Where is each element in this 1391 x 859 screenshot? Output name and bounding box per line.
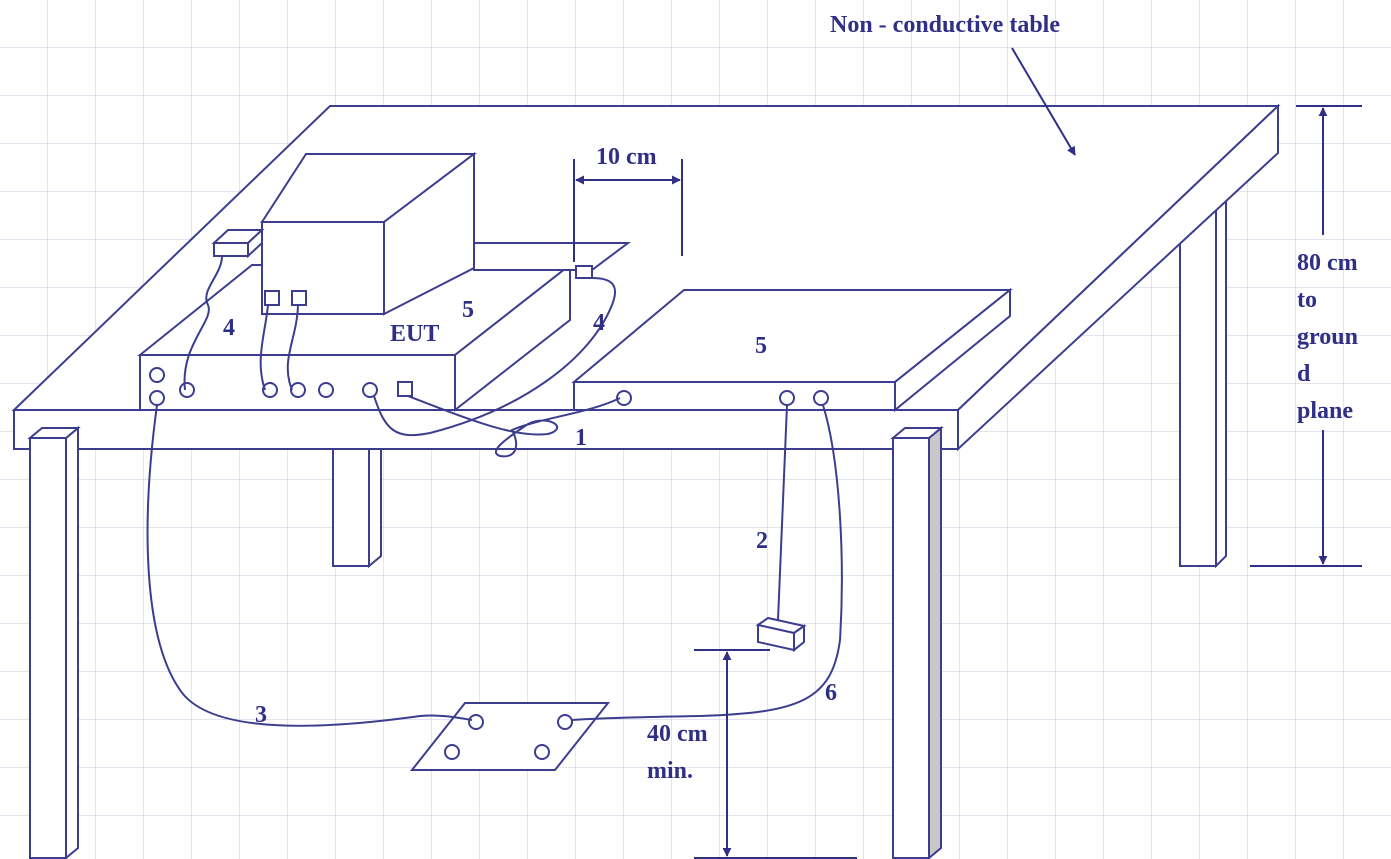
number-4-label-right: 4: [593, 310, 605, 336]
eut-port-square-1: [264, 290, 280, 306]
height-80cm-line-1: 80 cm: [1297, 250, 1358, 276]
number-2-label: 2: [756, 528, 768, 554]
height-80cm-line-5: plane: [1297, 398, 1353, 424]
auxiliary-equipment-box: [571, 287, 1013, 413]
ten-cm-label: 10 cm: [596, 144, 657, 170]
number-5-label-eut: 5: [462, 297, 474, 323]
table-pointer-arrow: [1011, 47, 1076, 156]
eut-box: [260, 151, 477, 316]
labels: Non - conductive table 10 cm EUT 5 5 4 4…: [223, 12, 1358, 784]
cable-4-right: [373, 277, 617, 437]
floor-connector-plate: [409, 702, 611, 771]
height-80cm-line-3: groun: [1297, 324, 1358, 350]
number-3-label: 3: [255, 702, 267, 728]
table-leg-front-right: [892, 437, 930, 859]
cables: [146, 255, 843, 727]
cable-connector-box-left: [211, 227, 265, 259]
number-1-label: 1: [575, 425, 587, 451]
min-40cm-line-2: min.: [647, 758, 693, 784]
cable-3: [146, 404, 473, 727]
cable-2: [777, 404, 788, 621]
cable-connector-box-floor: [755, 616, 807, 653]
number-5-label-aux: 5: [755, 333, 767, 359]
dimension-40cm: [694, 649, 857, 859]
height-80cm-line-4: d: [1297, 361, 1311, 387]
min-40cm-line-1: 40 cm: [647, 721, 708, 747]
table-title-label: Non - conductive table: [830, 12, 1060, 38]
table-leg-front-left: [29, 437, 67, 859]
number-4-label-left: 4: [223, 315, 235, 341]
table-front-legs: [27, 425, 944, 859]
dimension-10cm: [573, 159, 683, 262]
cable-6: [571, 404, 843, 721]
cable-1-twisted: [407, 395, 621, 458]
table-leg-back-left: [332, 436, 370, 567]
cable-4-left: [183, 255, 223, 391]
dimension-80cm: [1250, 105, 1362, 567]
number-6-label: 6: [825, 680, 837, 706]
base-connectors: [149, 367, 829, 406]
eut-label: EUT: [390, 321, 439, 347]
height-80cm-line-2: to: [1297, 287, 1317, 313]
eut-port-square-2: [291, 290, 307, 306]
